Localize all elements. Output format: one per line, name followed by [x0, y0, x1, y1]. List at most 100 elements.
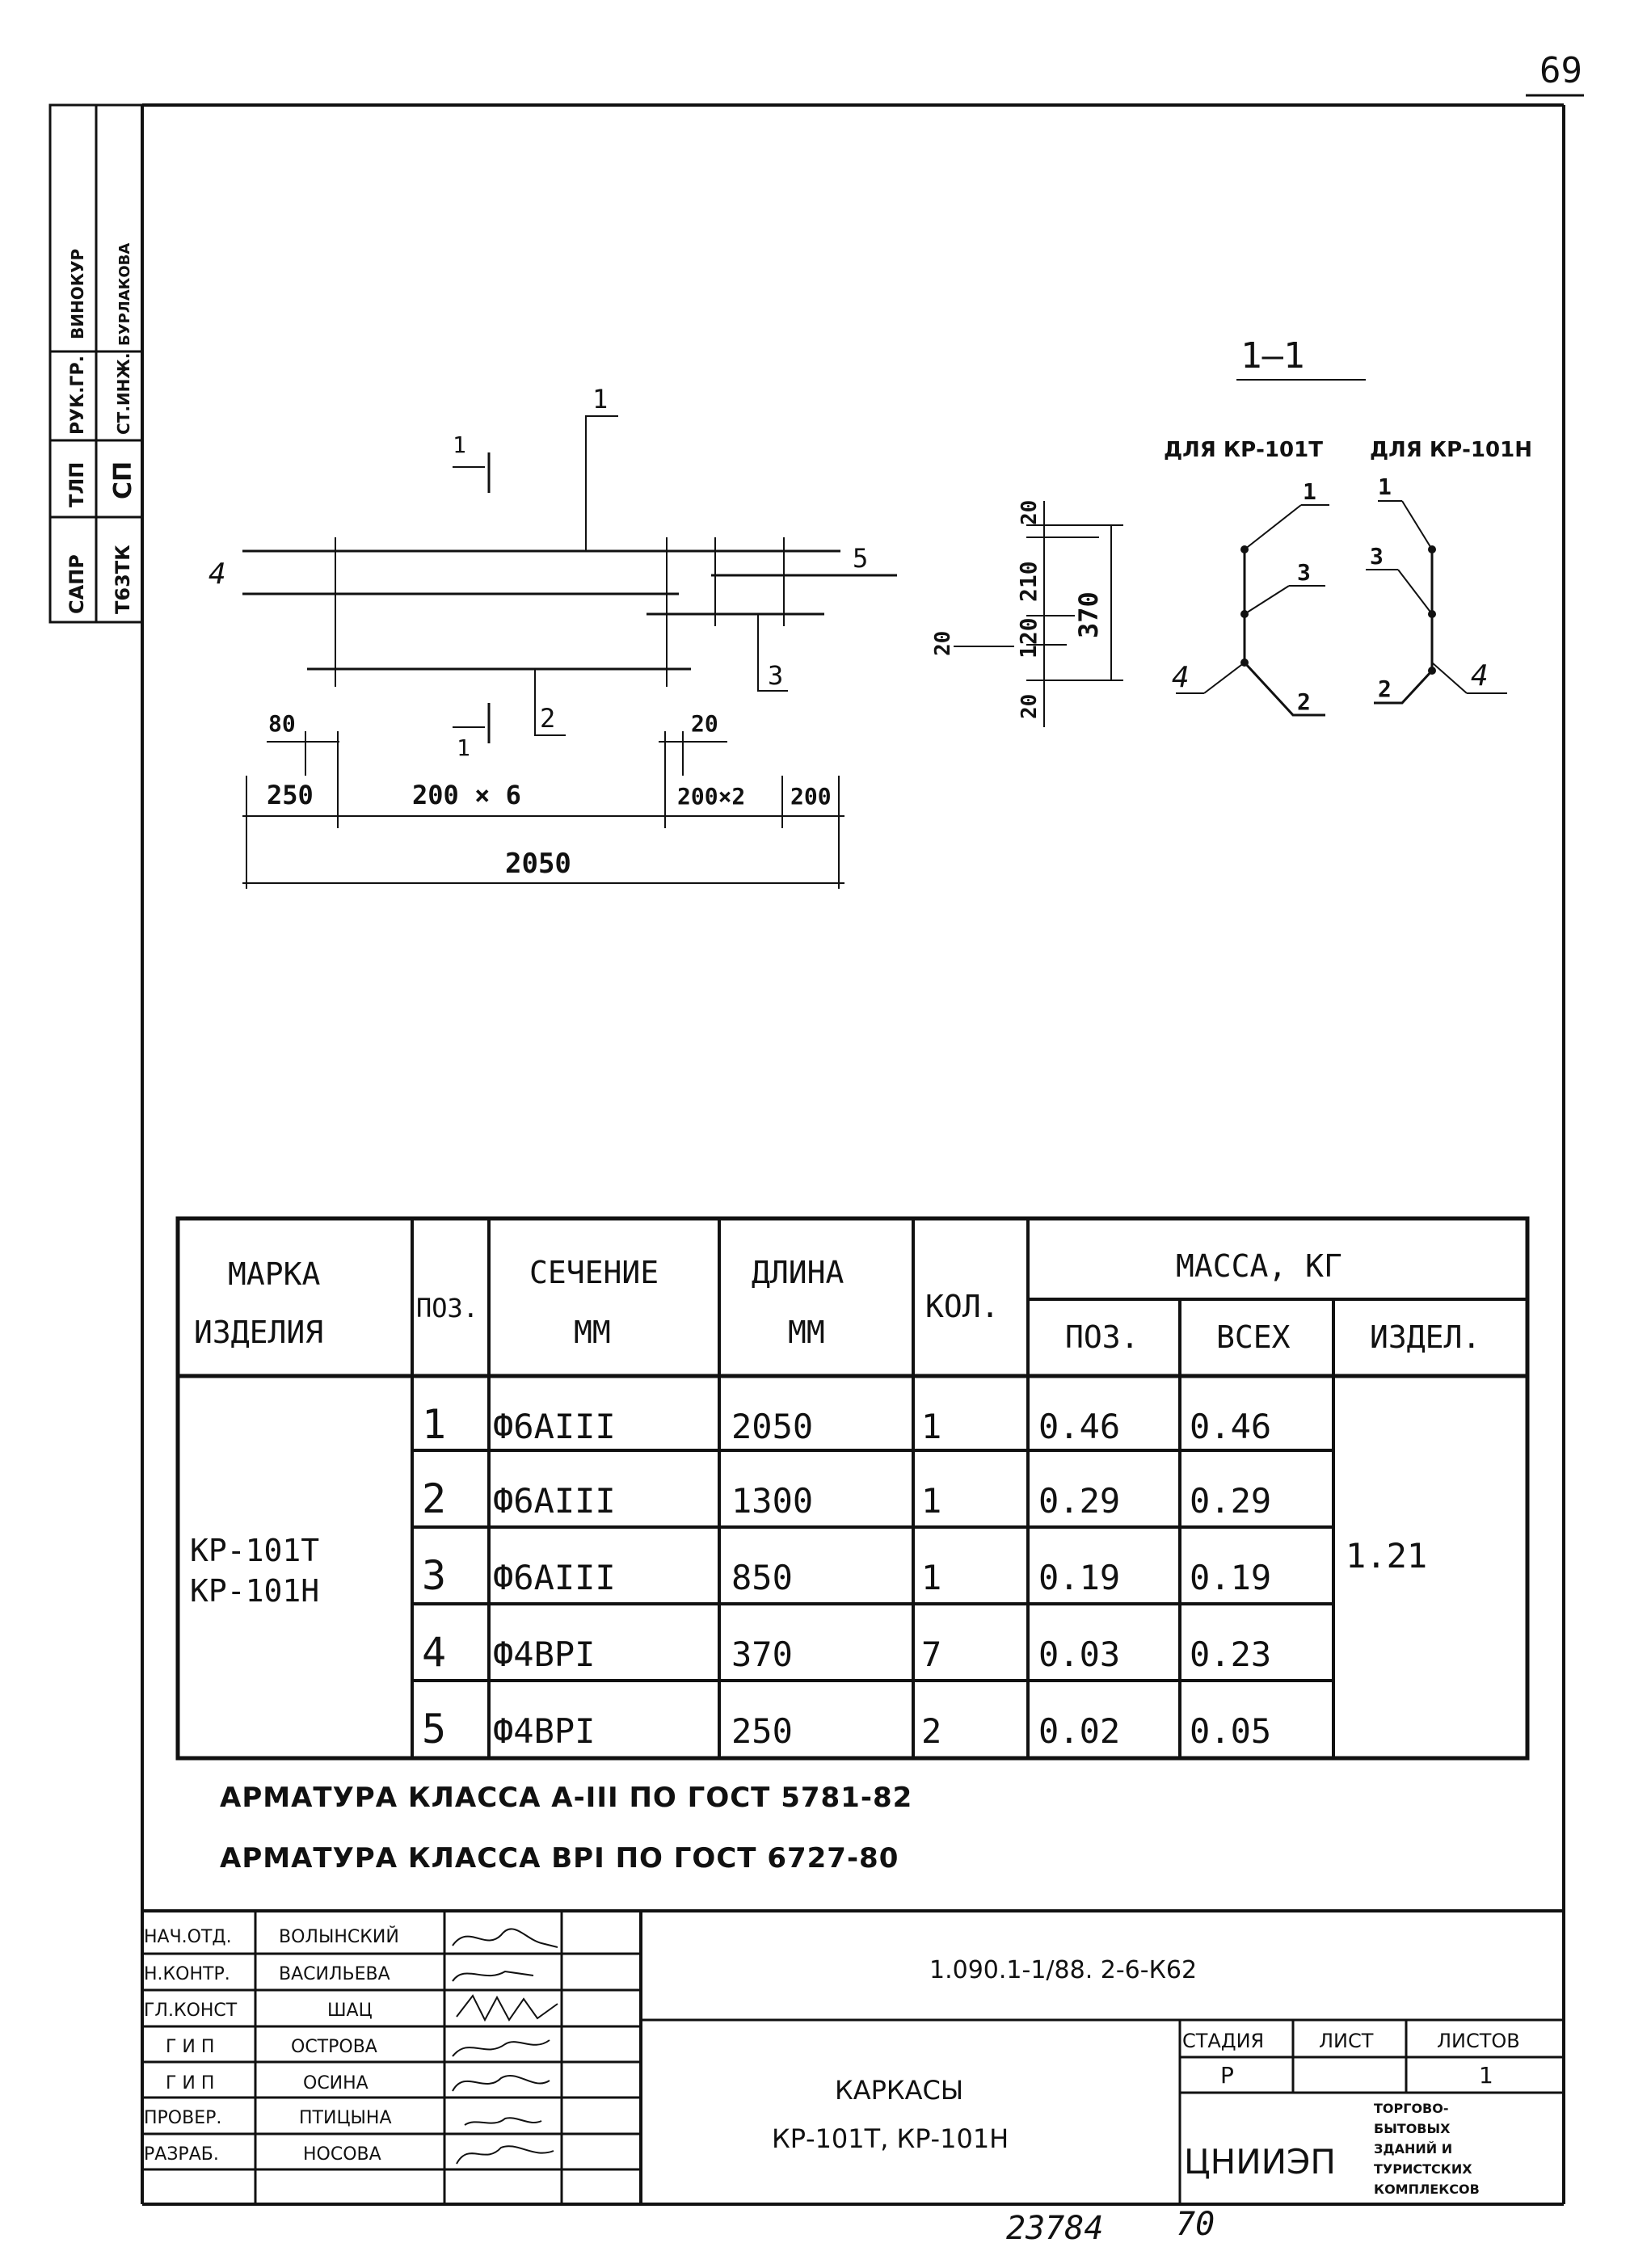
name-5: ПТИЦЫНА: [299, 2108, 392, 2128]
signature-4: [452, 2074, 550, 2092]
dim-v210: 210: [1015, 561, 1042, 602]
role-1: Н.КОНТР.: [144, 1964, 230, 1984]
svg-text:3: 3: [1370, 543, 1384, 570]
dim-80: 80: [268, 710, 296, 737]
title-line1: КАРКАСЫ: [835, 2075, 963, 2106]
cage-dimensions: 80 20 250 200 × 6 200×2 200 2050: [242, 710, 844, 889]
item-mass: 1.21: [1346, 1536, 1427, 1576]
callout-pos1: 1: [592, 384, 608, 414]
hdr-section-1: СЕЧЕНИЕ: [529, 1255, 659, 1290]
row4-qty: 7: [921, 1635, 941, 1674]
row5-mass-pos: 0.02: [1038, 1711, 1120, 1751]
row2-length: 1300: [731, 1481, 813, 1521]
name-0: ВОЛЫНСКИЙ: [279, 1926, 399, 1947]
svg-text:1: 1: [1303, 478, 1316, 505]
row2-mass-pos: 0.29: [1038, 1481, 1120, 1521]
hdr-mass-all: ВСЕХ: [1216, 1319, 1291, 1355]
hdr-mass-item: ИЗДЕЛ.: [1370, 1319, 1480, 1355]
spec-table: МАРКА ИЗДЕЛИЯ ПОЗ. СЕЧЕНИЕ ММ ДЛИНА ММ К…: [175, 1216, 1530, 1761]
row3-qty: 1: [921, 1558, 941, 1597]
hdr-section-2: ММ: [574, 1315, 611, 1350]
signature-6: [456, 2145, 554, 2165]
org-name: ЦНИИЭП: [1184, 2142, 1336, 2182]
cut-mark-top: 1: [453, 431, 466, 458]
row1-mass-all: 0.46: [1190, 1407, 1271, 1446]
row4-pos: 4: [422, 1629, 446, 1676]
org-desc-4: КОМПЛЕКСОВ: [1374, 2182, 1480, 2197]
role-6: РАЗРАБ.: [144, 2144, 219, 2165]
role-4: Г И П: [166, 2073, 214, 2093]
dim-200x2: 200×2: [677, 783, 745, 810]
row2-pos: 2: [422, 1475, 446, 1522]
row2-qty: 1: [921, 1481, 941, 1521]
note-line2: АРМАТУРА КЛАССА ВРI ПО ГОСТ 6727-80: [220, 1842, 899, 1875]
name-4: ОСИНА: [303, 2073, 369, 2093]
cut-mark-bottom: 1: [457, 734, 470, 761]
role-5: ПРОВЕР.: [144, 2108, 221, 2128]
signature-1: [452, 1970, 534, 1982]
stamp-sapr: САПР: [65, 554, 88, 614]
org-desc-1: БЫТОВЫХ: [1374, 2121, 1451, 2136]
hdr-pos: ПОЗ.: [416, 1293, 478, 1323]
row2-mass-all: 0.29: [1190, 1481, 1271, 1521]
hdr-mass-pos: ПОЗ.: [1065, 1319, 1139, 1355]
hdr-length-1: ДЛИНА: [752, 1255, 844, 1290]
row4-section: Ф4ВРI: [493, 1635, 595, 1674]
org-desc-0: ТОРГОВО-: [1374, 2101, 1448, 2116]
signature-5: [464, 2117, 542, 2126]
row4-mass-pos: 0.03: [1038, 1635, 1120, 1674]
role-3: Г И П: [166, 2037, 214, 2057]
name-2: ШАЦ: [327, 2001, 373, 2021]
dim-v20-top: 20: [1017, 500, 1042, 525]
svg-text:2: 2: [1297, 688, 1311, 715]
sheets-label: ЛИСТОВ: [1437, 2030, 1520, 2052]
sheets-value: 1: [1479, 2062, 1493, 2089]
row1-length: 2050: [731, 1407, 813, 1446]
org-desc-2: ЗДАНИЙ И: [1374, 2141, 1452, 2156]
row3-mass-pos: 0.19: [1038, 1558, 1120, 1597]
section-label-right: ДЛЯ КР-101Н: [1370, 438, 1532, 462]
stamp-burlakova: БУРЛАКОВА: [116, 243, 133, 346]
dim-2050: 2050: [505, 848, 571, 880]
callout-pos4: 4: [208, 558, 226, 591]
role-0: НАЧ.ОТД.: [144, 1927, 232, 1947]
org-desc-3: ТУРИСТСКИХ: [1374, 2161, 1472, 2177]
dim-200: 200: [790, 783, 832, 810]
row1-pos: 1: [422, 1401, 446, 1448]
row1-qty: 1: [921, 1407, 941, 1446]
signature-0: [452, 1928, 558, 1948]
row3-length: 850: [731, 1558, 793, 1597]
dim-v120: 120: [1015, 617, 1042, 659]
callout-pos5: 5: [853, 543, 868, 574]
dim-20: 20: [691, 710, 718, 737]
hdr-mass: МАССА, КГ: [1176, 1248, 1342, 1284]
stamp-vinokur: ВИНОКУР: [68, 249, 87, 339]
row2-section: Ф6АIII: [493, 1481, 616, 1521]
cage-plan-view: 1 4 5 3 2 1 1: [208, 384, 897, 761]
name-1: ВАСИЛЬЕВА: [279, 1964, 390, 1984]
svg-text:4: 4: [1471, 659, 1489, 692]
callout-pos3: 3: [768, 660, 783, 691]
document-code: 1.090.1-1/88. 2-6-К62: [929, 1956, 1197, 1984]
title-block: НАЧ.ОТД. ВОЛЫНСКИЙ Н.КОНТР. ВАСИЛЬЕВА ГЛ…: [142, 1909, 1564, 2204]
dim-v20-bot: 20: [1017, 694, 1042, 719]
row3-mass-all: 0.19: [1190, 1558, 1271, 1597]
sheet-frame: [141, 103, 1565, 2206]
row5-mass-all: 0.05: [1190, 1711, 1271, 1751]
mark-value-2: КР-101Н: [190, 1573, 319, 1609]
name-3: ОСТРОВА: [291, 2037, 377, 2057]
side-stamp: САПР ТЛП РУК.ГР. ВИНОКУР Т63ТК СП СТ.ИНЖ…: [48, 103, 144, 624]
section-title: 1—1: [1240, 335, 1304, 377]
hdr-mark-1: МАРКА: [228, 1256, 321, 1292]
stamp-stinzh: СТ.ИНЖ.: [114, 353, 133, 435]
stamp-rukgr: РУК.ГР.: [68, 356, 88, 435]
hdr-mark-2: ИЗДЕЛИЯ: [194, 1315, 323, 1350]
svg-text:2: 2: [1378, 675, 1392, 702]
signature-3: [452, 2039, 550, 2057]
svg-text:4: 4: [1172, 661, 1190, 694]
page-number: 69: [1539, 50, 1582, 91]
row3-pos: 3: [422, 1552, 446, 1599]
callout-pos2: 2: [540, 703, 555, 734]
note-line1: АРМАТУРА КЛАССА А-III ПО ГОСТ 5781-82: [220, 1782, 913, 1814]
